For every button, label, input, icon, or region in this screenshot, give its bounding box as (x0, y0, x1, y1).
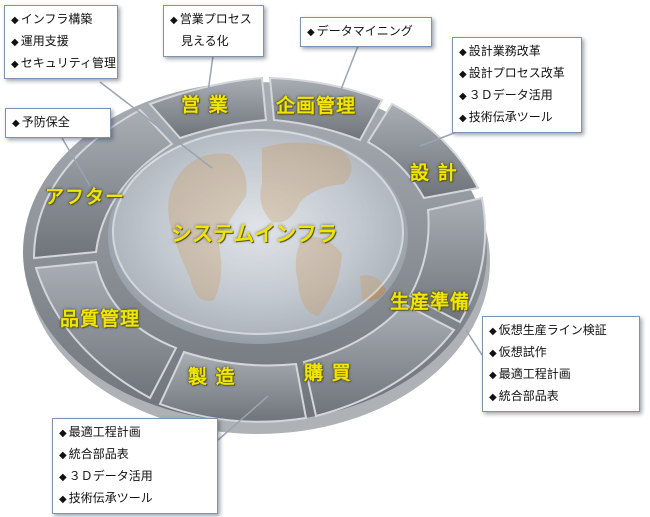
segment-label-kikaku: 企画管理 (276, 95, 357, 117)
segment-seisan[interactable] (408, 196, 487, 324)
callout-datamining: データマイニング (300, 17, 432, 47)
inner-glass (112, 129, 404, 335)
callout-sales-item: 営業プロセス (170, 9, 257, 31)
segment-sekkei[interactable] (366, 102, 480, 200)
callout-manufacturing-item: 技術伝承ツール (59, 488, 211, 510)
callout-manufacturing-item: ３Ｄデータ活用 (59, 466, 211, 488)
ring-segments (32, 76, 487, 423)
callout-prevent-item: 予防保全 (12, 112, 104, 134)
segment-label-sekkei: 設 計 (410, 162, 458, 184)
callout-design: 設計業務改革 設計プロセス改革 ３Ｄデータ活用 技術伝承ツール (452, 37, 582, 133)
callout-design-item: 設計プロセス改革 (459, 63, 575, 85)
callout-design-item: ３Ｄデータ活用 (459, 85, 575, 107)
callout-datamining-item: データマイニング (307, 21, 425, 43)
callout-prevent: 予防保全 (5, 108, 111, 138)
callout-infra-item: セキュリティ管理 (11, 53, 116, 75)
callout-sales-item: 見える化 (181, 34, 229, 48)
segment-label-hinshitsu: 品質管理 (60, 308, 141, 330)
leader-production (465, 329, 485, 359)
callout-infra-item: 運用支援 (11, 31, 111, 53)
segment-after[interactable] (32, 108, 174, 260)
callout-production-item: 仮想試作 (489, 342, 633, 364)
center-label-system-infra: システムインフラ (171, 222, 338, 246)
segment-seizo[interactable] (158, 350, 308, 423)
segment-label-kobai: 購 買 (304, 362, 352, 384)
segment-hinshitsu[interactable] (34, 260, 178, 400)
segment-label-seizo: 製 造 (188, 366, 236, 388)
callout-manufacturing: 最適工程計画 統合部品表 ３Ｄデータ活用 技術伝承ツール (52, 418, 218, 514)
callout-production-item: 統合部品表 (489, 386, 633, 408)
leader-datamining (339, 45, 359, 93)
callout-infra: インフラ構築 運用支援 セキュリティ管理 (4, 5, 118, 79)
callout-design-item: 技術伝承ツール (459, 107, 575, 129)
segment-kikaku[interactable] (268, 76, 384, 142)
segment-label-eigyo: 営 業 (181, 94, 229, 116)
callout-production: 仮想生産ライン検証 仮想試作 最適工程計画 統合部品表 (482, 316, 640, 412)
callout-production-item: 仮想生産ライン検証 (489, 320, 633, 342)
segment-label-after: アフター (45, 186, 126, 208)
leader-sales (207, 55, 214, 93)
leader-infra (99, 81, 213, 169)
callout-manufacturing-item: 統合部品表 (59, 444, 211, 466)
segment-kobai[interactable] (302, 302, 456, 418)
leader-prevent (61, 137, 91, 187)
callout-design-item: 設計業務改革 (459, 41, 575, 63)
segment-eigyo[interactable] (148, 76, 268, 140)
callout-production-item: 最適工程計画 (489, 364, 633, 386)
segment-label-seisan: 生産準備 (390, 291, 471, 313)
leader-lines (61, 45, 485, 441)
callout-manufacturing-item: 最適工程計画 (59, 422, 211, 444)
callout-sales: 営業プロセス 見える化 (163, 5, 264, 57)
leader-manufacturing (217, 395, 269, 441)
callout-infra-item: インフラ構築 (11, 9, 111, 31)
